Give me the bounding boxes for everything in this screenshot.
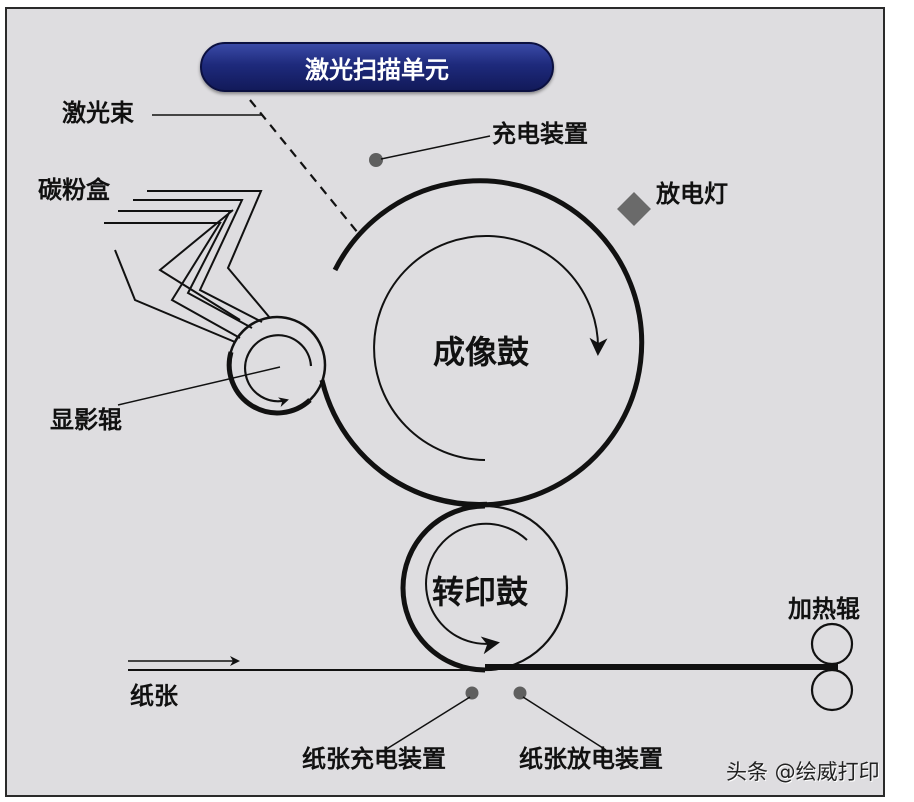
label-paper: 纸张 (130, 682, 178, 710)
paper-discharge-device (513, 686, 607, 751)
laser-scanning-unit-banner: 激光扫描单元 (200, 42, 554, 92)
charging-device (369, 135, 491, 167)
watermark: 头条 @绘威打印 (726, 760, 880, 784)
label-charging-device: 充电装置 (492, 120, 588, 148)
label-heating-roller: 加热辊 (788, 595, 860, 623)
label-developer-roller: 显影辊 (50, 406, 122, 434)
label-imaging-drum: 成像鼓 (433, 333, 530, 371)
heating-rollers (810, 622, 854, 712)
laser-beam (152, 99, 359, 234)
toner-cartridge-icon (104, 190, 271, 343)
label-paper-charging-device: 纸张充电装置 (302, 745, 446, 773)
discharge-lamp-icon (617, 192, 651, 226)
paper-charging-device (384, 686, 479, 751)
label-discharge-lamp: 放电灯 (656, 180, 728, 208)
label-laser-beam: 激光束 (62, 99, 134, 127)
label-transfer-drum: 转印鼓 (432, 573, 529, 611)
imaging-drum (319, 178, 645, 508)
developer-roller (117, 315, 327, 416)
paper-path (128, 656, 838, 671)
label-toner-cartridge: 碳粉盒 (38, 176, 110, 204)
label-paper-discharge-device: 纸张放电装置 (519, 745, 663, 773)
